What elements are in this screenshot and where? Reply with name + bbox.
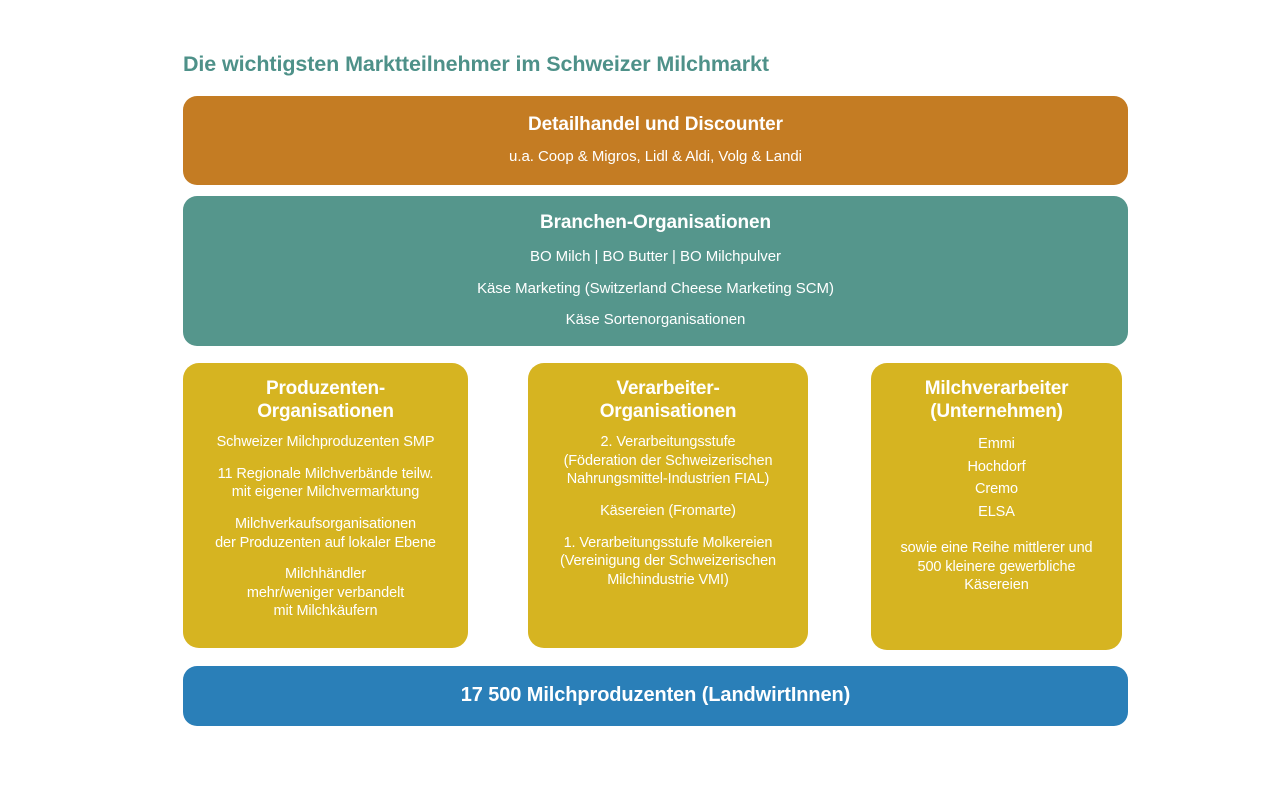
branch-organisations-line: BO Milch | BO Butter | BO Milchpulver — [529, 248, 781, 266]
retail-band-heading: Detailhandel und Discounter — [528, 114, 783, 136]
column-heading: Produzenten-Organisationen — [257, 378, 394, 423]
branch-organisations-line: Käse Sortenorganisationen — [565, 311, 746, 329]
column-entry: 11 Regionale Milchverbände teilw.mit eig… — [217, 465, 434, 501]
branch-organisations-band: Branchen-Organisationen BO Milch | BO Bu… — [183, 196, 1128, 346]
branch-organisations-line: Käse Marketing (Switzerland Cheese Marke… — [477, 279, 834, 297]
column-heading: Milchverarbeiter(Unternehmen) — [924, 378, 1069, 423]
retail-band-line: u.a. Coop & Migros, Lidl & Aldi, Volg & … — [509, 148, 802, 166]
column-entry: 2. Verarbeitungsstufe(Föderation der Sch… — [563, 434, 773, 488]
column-entry: 1. Verarbeitungsstufe Molkereien(Vereini… — [559, 534, 777, 588]
producers-band: 17 500 Milchproduzenten (LandwirtInnen) — [183, 666, 1128, 726]
producers-band-heading: 17 500 Milchproduzenten (LandwirtInnen) — [460, 684, 851, 707]
processor-organisations-column: Verarbeiter-Organisationen 2. Verarbeitu… — [528, 363, 808, 648]
branch-organisations-heading: Branchen-Organisationen — [539, 212, 772, 234]
column-entry: Käsereien (Fromarte) — [600, 502, 736, 519]
column-entry: Schweizer Milchproduzenten SMP — [216, 434, 435, 451]
producer-organisations-column: Produzenten-Organisationen Schweizer Mil… — [183, 363, 468, 648]
page-title: Die wichtigsten Marktteilnehmer im Schwe… — [183, 52, 769, 76]
retail-band: Detailhandel und Discounter u.a. Coop & … — [183, 96, 1128, 185]
column-heading: Verarbeiter-Organisationen — [599, 378, 737, 423]
